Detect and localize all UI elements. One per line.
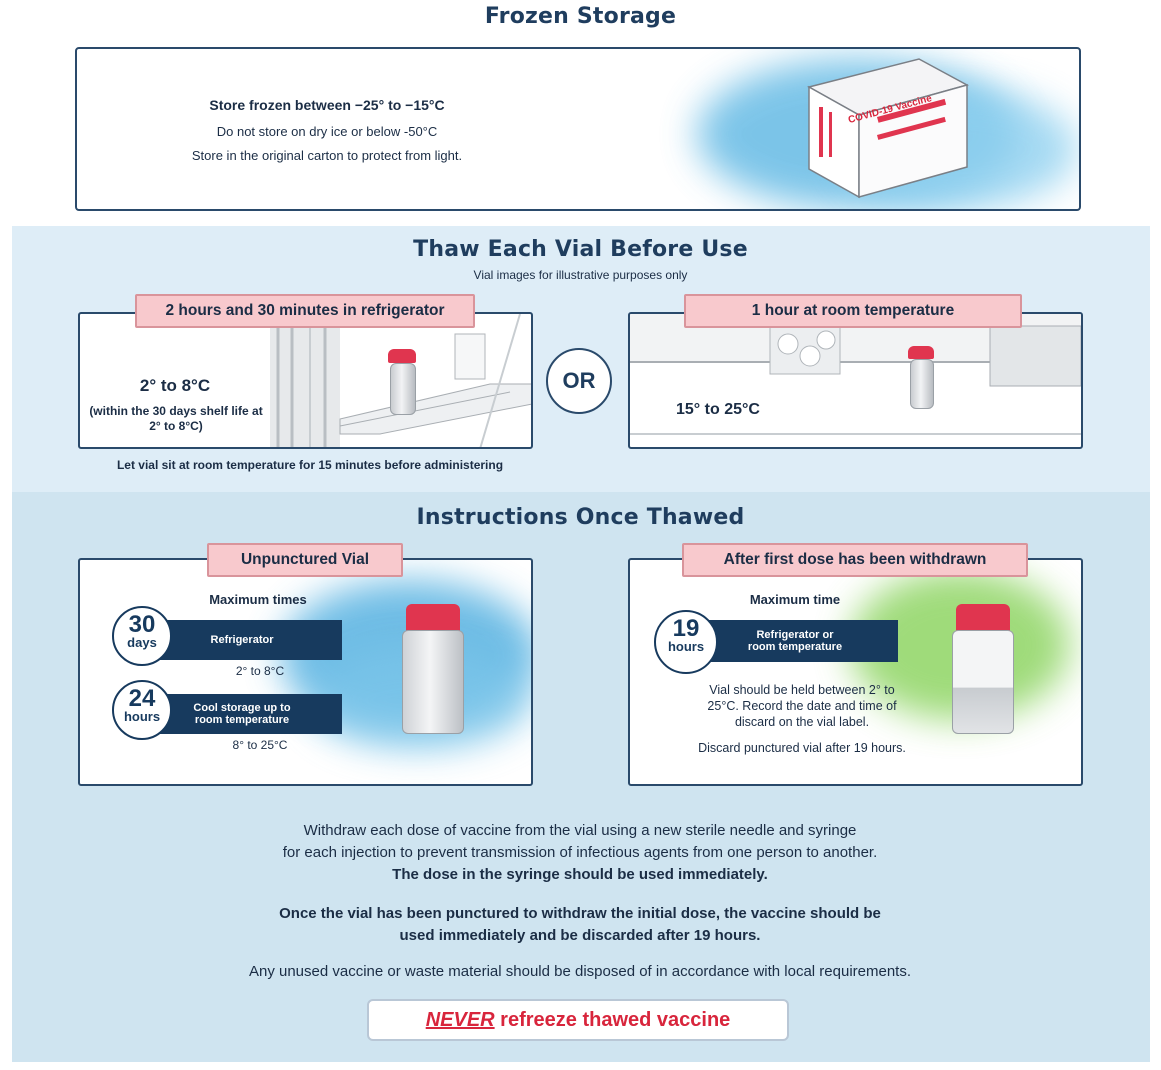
never-emphasis: NEVER xyxy=(425,1009,495,1031)
withdraw-line1: Withdraw each dose of vaccine from the v… xyxy=(303,822,857,839)
thaw-subtitle: Vial images for illustrative purposes on… xyxy=(473,268,688,282)
room-temp-wait-note: Let vial sit at room temperature for 15 … xyxy=(116,458,504,472)
refrigerator-band: Refrigerator xyxy=(142,620,342,660)
thirty-days-number: 30 xyxy=(128,611,156,638)
refrigerator-or-room-band: Refrigerator or room temperature xyxy=(692,620,898,662)
punctured-max-label: Maximum time xyxy=(749,592,841,607)
punctured-line1: Once the vial has been punctured to with… xyxy=(279,905,881,922)
punctured-vial-icon xyxy=(952,630,1014,734)
punctured-vial-tab: After first dose has been withdrawn xyxy=(682,543,1028,577)
punctured-vial-card: Maximum time Refrigerator or room temper… xyxy=(628,558,1083,786)
vial-cap-icon xyxy=(388,349,416,363)
nineteen-hours-number: 19 xyxy=(672,615,700,642)
instructions-title: Instructions Once Thawed xyxy=(416,505,745,530)
room-temp-thaw-tab: 1 hour at room temperature xyxy=(684,294,1022,328)
punctured-discard-note: Discard punctured vial after 19 hours. xyxy=(698,741,906,755)
unpunctured-max-label: Maximum times xyxy=(209,592,307,607)
unpunctured-vial-icon xyxy=(402,630,464,734)
unpunctured-vial-card: Maximum times Refrigerator 30 days 2° to… xyxy=(78,558,533,786)
cool-storage-line2: room temperature xyxy=(194,714,290,726)
refrigerator-or-room-line2: room temperature xyxy=(747,641,843,653)
vial-cap-icon xyxy=(956,604,1010,632)
refrigerator-illustration xyxy=(270,314,531,447)
twenty-four-hours-unit: hours xyxy=(123,709,161,724)
vial-cap-icon xyxy=(406,604,460,632)
frozen-storage-panel: COVID-19 Vaccine Store frozen between −2… xyxy=(75,47,1081,211)
thirty-days-badge: 30 days xyxy=(112,606,172,666)
refrigerator-thaw-tab: 2 hours and 30 minutes in refrigerator xyxy=(135,294,475,328)
thirty-days-unit: days xyxy=(127,635,157,650)
twenty-four-hours-badge: 24 hours xyxy=(112,680,172,740)
withdraw-line2: for each injection to prevent transmissi… xyxy=(282,844,878,861)
refrigerator-thaw-card: 2° to 8°C (within the 30 days shelf life… xyxy=(78,312,533,449)
room-temp-range: 15° to 25°C xyxy=(676,401,760,418)
use-immediately-line: The dose in the syringe should be used i… xyxy=(392,866,768,883)
never-refreeze-warning: NEVER refreeze thawed vaccine xyxy=(367,999,789,1041)
never-rest: refreeze thawed vaccine xyxy=(494,1009,731,1031)
cool-storage-temp-range: 8° to 25°C xyxy=(232,738,288,752)
countertop-illustration xyxy=(630,314,1081,435)
room-temp-thaw-card: 15° to 25°C xyxy=(628,312,1083,449)
frozen-storage-title: Frozen Storage xyxy=(484,4,677,29)
vaccine-carton-illustration xyxy=(806,58,969,199)
frozen-temp-range: Store frozen between −25° to −15°C xyxy=(209,97,445,113)
shelf-life-note: (within the 30 days shelf life at 2° to … xyxy=(89,404,263,433)
frozen-light-note: Store in the original carton to protect … xyxy=(191,148,463,163)
cool-storage-line1: Cool storage up to xyxy=(193,702,291,714)
frozen-dry-ice-note: Do not store on dry ice or below -50°C xyxy=(216,124,438,139)
refrigerator-or-room-line1: Refrigerator or xyxy=(756,629,834,641)
punctured-line2: used immediately and be discarded after … xyxy=(399,927,761,944)
punctured-holding-note: Vial should be held between 2° to 25°C. … xyxy=(707,683,897,729)
refrigerator-temp: 2° to 8°C xyxy=(139,376,211,395)
refrigerator-temp-range: 2° to 8°C xyxy=(235,664,285,678)
vial-icon xyxy=(390,363,416,415)
punctured-discard-instructions: Once the vial has been punctured to with… xyxy=(100,903,1060,947)
vial-icon xyxy=(910,359,934,409)
disposal-instructions: Any unused vaccine or waste material sho… xyxy=(248,963,912,980)
unpunctured-vial-tab: Unpunctured Vial xyxy=(207,543,403,577)
thaw-title: Thaw Each Vial Before Use xyxy=(413,237,748,262)
twenty-four-hours-number: 24 xyxy=(128,685,156,712)
nineteen-hours-badge: 19 hours xyxy=(654,610,718,674)
withdraw-instructions: Withdraw each dose of vaccine from the v… xyxy=(100,820,1060,886)
vial-cap-icon xyxy=(908,346,934,359)
nineteen-hours-unit: hours xyxy=(667,639,705,654)
cool-storage-band: Cool storage up to room temperature xyxy=(142,694,342,734)
or-divider: OR xyxy=(546,348,612,414)
